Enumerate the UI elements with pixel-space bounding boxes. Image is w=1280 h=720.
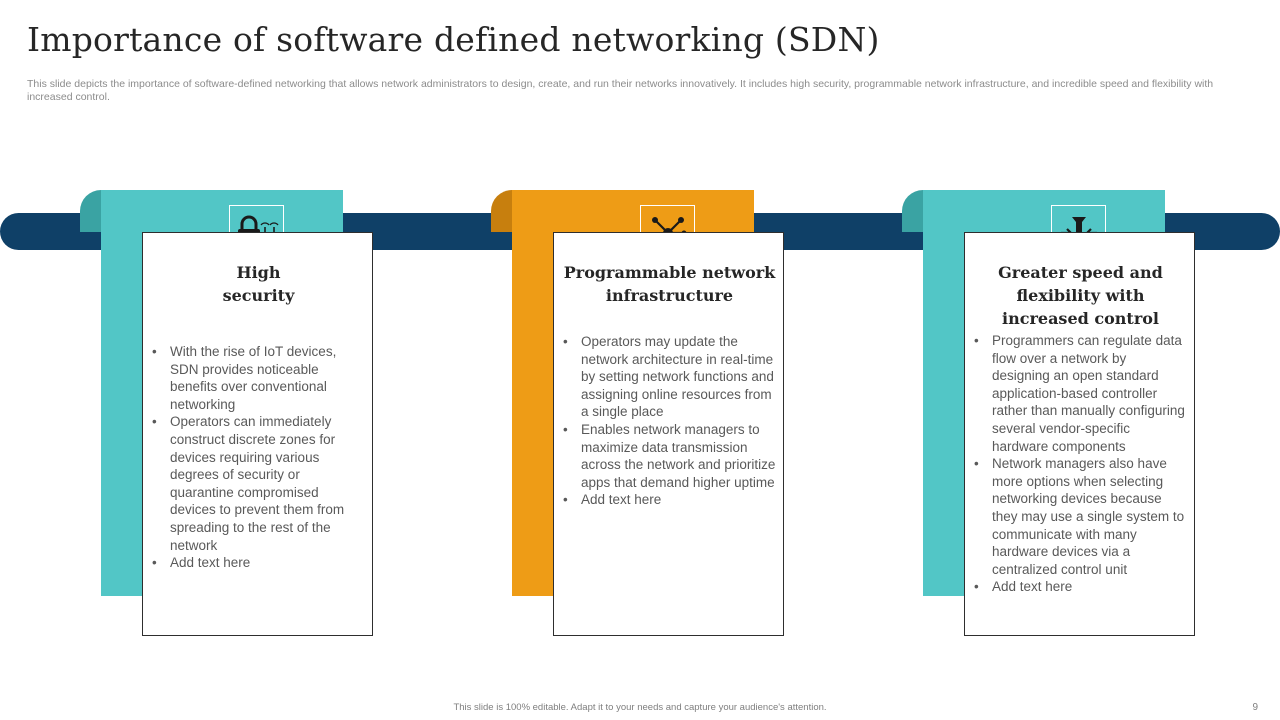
card-programmable-infrastructure: Programmable network infrastructure Oper…	[491, 190, 784, 640]
list-item: Add text here	[151, 554, 365, 572]
card-heading: High security	[143, 261, 374, 307]
heading-line: High	[236, 263, 281, 282]
slide-title: Importance of software defined networkin…	[27, 20, 880, 59]
list-item: Add text here	[973, 578, 1187, 596]
heading-line: Greater speed and	[998, 263, 1163, 282]
card-panel: High security With the rise of IoT devic…	[142, 232, 373, 636]
card-high-security: High security With the rise of IoT devic…	[80, 190, 373, 640]
bullet-list: Operators may update the network archite…	[562, 333, 776, 509]
list-item: Network managers also have more options …	[973, 455, 1187, 578]
heading-line: security	[222, 286, 295, 305]
list-item: Programmers can regulate data flow over …	[973, 332, 1187, 455]
heading-line: increased control	[1002, 309, 1159, 328]
heading-line: infrastructure	[605, 286, 734, 305]
list-item: Add text here	[562, 491, 776, 509]
card-heading: Greater speed and flexibility with incre…	[965, 261, 1196, 330]
bullet-list: With the rise of IoT devices, SDN provid…	[151, 343, 365, 572]
slide-subtitle: This slide depicts the importance of sof…	[27, 78, 1214, 103]
slide-footer: This slide is 100% editable. Adapt it to…	[453, 702, 827, 713]
list-item: With the rise of IoT devices, SDN provid…	[151, 343, 365, 413]
page-number: 9	[1252, 702, 1258, 713]
card-heading: Programmable network infrastructure	[554, 261, 785, 307]
card-panel: Programmable network infrastructure Oper…	[553, 232, 784, 636]
heading-line: Programmable network	[563, 263, 776, 282]
card-speed-flexibility: Greater speed and flexibility with incre…	[902, 190, 1195, 640]
heading-line: flexibility with	[1016, 286, 1145, 305]
bullet-list: Programmers can regulate data flow over …	[973, 332, 1187, 596]
list-item: Enables network managers to maximize dat…	[562, 421, 776, 491]
list-item: Operators can immediately construct disc…	[151, 413, 365, 554]
list-item: Operators may update the network archite…	[562, 333, 776, 421]
card-panel: Greater speed and flexibility with incre…	[964, 232, 1195, 636]
